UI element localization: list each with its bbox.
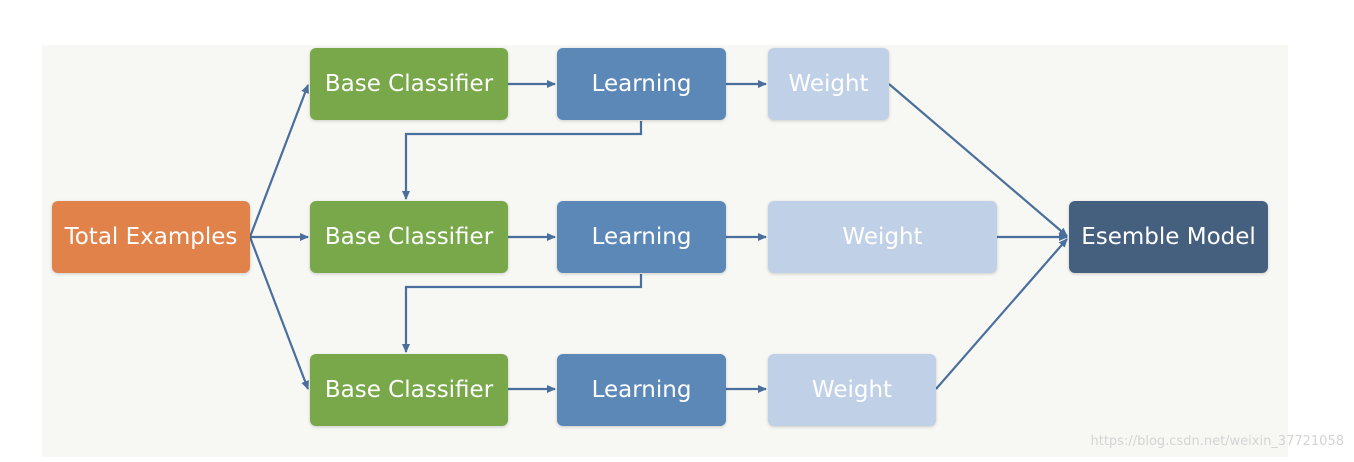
base-classifier-node-1: Base Classifier (310, 48, 508, 120)
learning-node-3: Learning (557, 354, 726, 426)
arrow-learning-2-to-classifier-3 (402, 274, 643, 353)
total-examples-node: Total Examples (52, 201, 250, 273)
base-classifier-node-2: Base Classifier (310, 201, 508, 273)
weight-node-2: Weight (768, 201, 997, 273)
base-classifier-node-3: Base Classifier (310, 354, 508, 426)
weight-node-3: Weight (768, 354, 936, 426)
learning-node-2: Learning (557, 201, 726, 273)
weight-node-1: Weight (768, 48, 889, 120)
ensemble-model-node: Esemble Model (1069, 201, 1268, 273)
arrow-learning-1-to-classifier-2 (402, 121, 643, 200)
arrow-total-to-classifier-1 (248, 84, 310, 238)
arrow-total-to-classifier-3 (248, 236, 310, 390)
learning-node-1: Learning (557, 48, 726, 120)
arrow-weight-3-to-ensemble (935, 238, 1068, 390)
watermark-text: https://blog.csdn.net/weixin_37721058 (1090, 434, 1344, 449)
arrow-weight-1-to-ensemble (888, 83, 1068, 237)
